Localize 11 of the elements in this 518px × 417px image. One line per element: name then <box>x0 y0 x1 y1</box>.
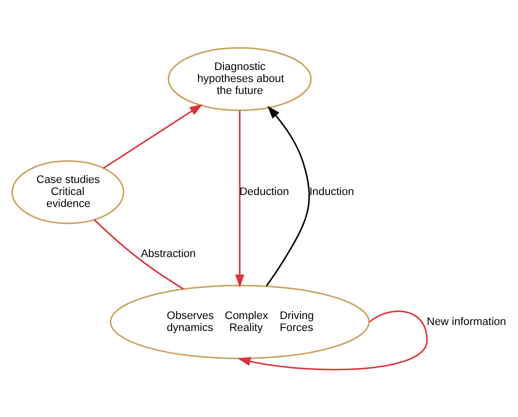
node-ellipse: Diagnostic hypotheses about the future <box>168 46 312 111</box>
node-ellipse: Case studies Critical evidence <box>11 160 124 224</box>
arrow <box>103 104 203 168</box>
arrow <box>238 310 428 370</box>
edge-label: New information <box>426 315 506 328</box>
arrow <box>235 110 244 288</box>
connector <box>94 218 184 290</box>
node-ellipse: Observes dynamics Complex Reality Driving Forces <box>110 284 370 359</box>
edge-label: Induction <box>309 186 354 198</box>
edge-label: Abstraction <box>140 248 196 260</box>
arrow <box>266 105 310 286</box>
